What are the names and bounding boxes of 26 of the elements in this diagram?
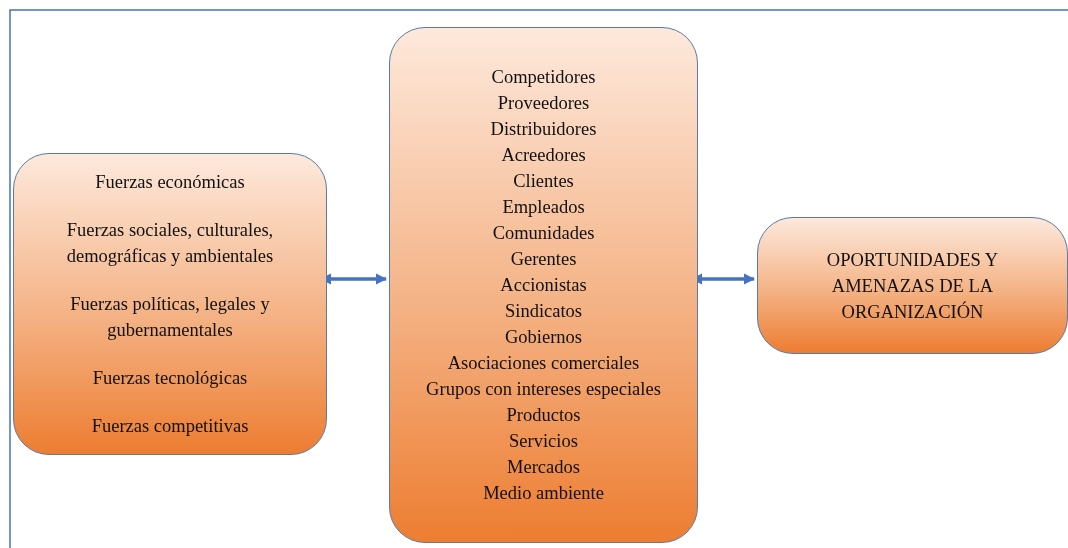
box-text: Medio ambiente <box>483 482 604 505</box>
box-text: Fuerzas políticas, legales y gubernamentales <box>69 293 271 342</box>
box-text: Proveedores <box>497 92 590 115</box>
box-text: Fuerzas competitivas <box>91 415 249 438</box>
box-text: Grupos con intereses especiales <box>426 378 661 401</box>
box-text: Comunidades <box>492 222 595 245</box>
box-text: Sindicatos <box>504 300 583 323</box>
box-text: Fuerzas económicas <box>95 171 245 194</box>
box-text: Competidores <box>491 66 596 89</box>
box-text: Gerentes <box>510 248 577 271</box>
rounded-box <box>13 153 327 455</box>
box-text: Fuerzas tecnológicas <box>92 367 248 390</box>
rounded-box <box>389 27 698 543</box>
box-text: OPORTUNIDADES Y AMENAZAS DE LA ORGANIZACIÓN <box>825 248 1000 324</box>
box-text: Distribuidores <box>490 118 597 141</box>
box-text: Gobiernos <box>504 326 583 349</box>
box-text: Accionistas <box>500 274 587 297</box>
box-text: Empleados <box>502 196 585 219</box>
box-text: Mercados <box>507 456 580 479</box>
box-text: Clientes <box>513 170 574 193</box>
box-text: Productos <box>506 404 581 427</box>
box-text: Asociaciones comerciales <box>447 352 640 375</box>
rounded-box <box>757 217 1068 354</box>
box-text: Acreedores <box>501 144 586 167</box>
box-text: Fuerzas sociales, culturales, demográficas y ambientales <box>65 219 275 268</box>
box-text: Servicios <box>509 430 578 453</box>
